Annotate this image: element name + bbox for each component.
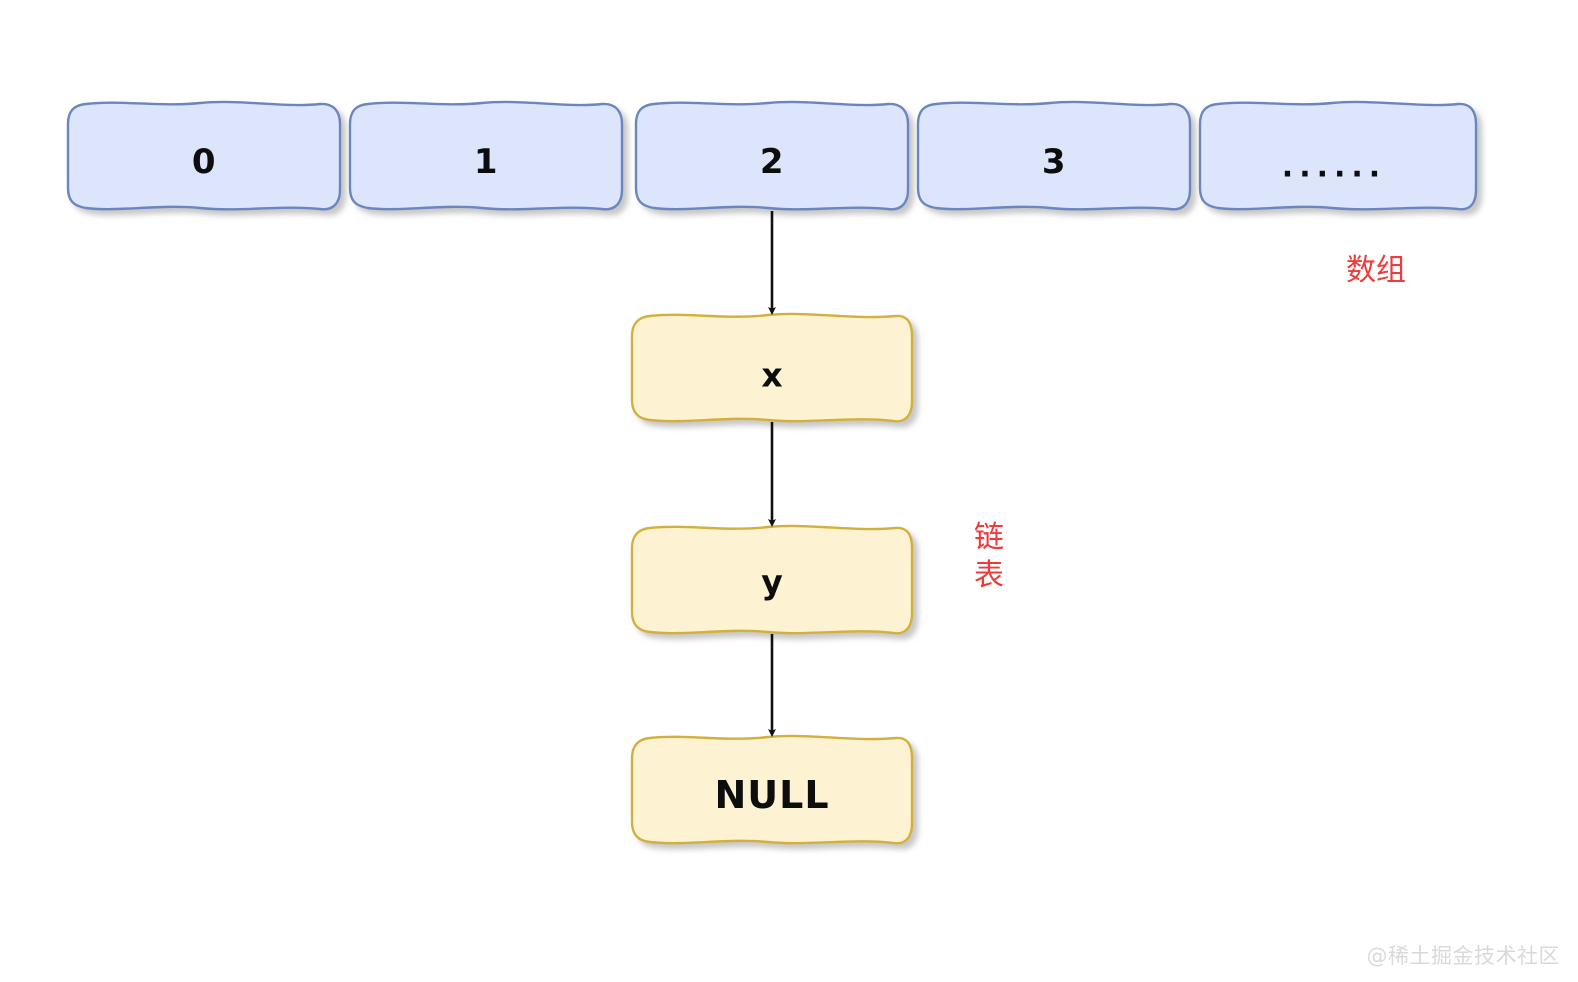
array-cell-1-shape[interactable] <box>348 100 624 211</box>
list-node-label-x: x <box>761 355 783 395</box>
array-cell-2-shape[interactable] <box>634 100 910 211</box>
array-cell-label-0: 0 <box>191 142 217 182</box>
array-cell-0-shape[interactable] <box>66 100 342 211</box>
list-node-label-null: NULL <box>714 773 830 817</box>
array-cell-4-shape[interactable] <box>1198 100 1478 211</box>
watermark: @稀土掘金技术社区 <box>1366 944 1560 968</box>
annotation-array-label: 数组 <box>1346 253 1406 288</box>
list-node-label-y: y <box>761 562 783 602</box>
array-cell-label-2: 2 <box>759 142 785 182</box>
annotation-linked-list-label: 链 表 <box>972 519 1006 594</box>
list-node-null-shape[interactable] <box>630 734 914 845</box>
list-node-y-shape[interactable] <box>630 524 914 635</box>
array-cell-label-3: 3 <box>1041 142 1067 182</box>
array-cells <box>66 100 1478 211</box>
annotation-linked-list-label-line1: 链 <box>974 520 1004 555</box>
array-cell-label-1: 1 <box>473 142 499 182</box>
annotation-linked-list-label-line2: 表 <box>974 557 1004 593</box>
array-cell-label-ellipsis: ...... <box>1281 149 1387 185</box>
linked-list-nodes <box>630 312 914 845</box>
list-node-x-shape[interactable] <box>630 312 914 423</box>
array-cell-3-shape[interactable] <box>916 100 1192 211</box>
